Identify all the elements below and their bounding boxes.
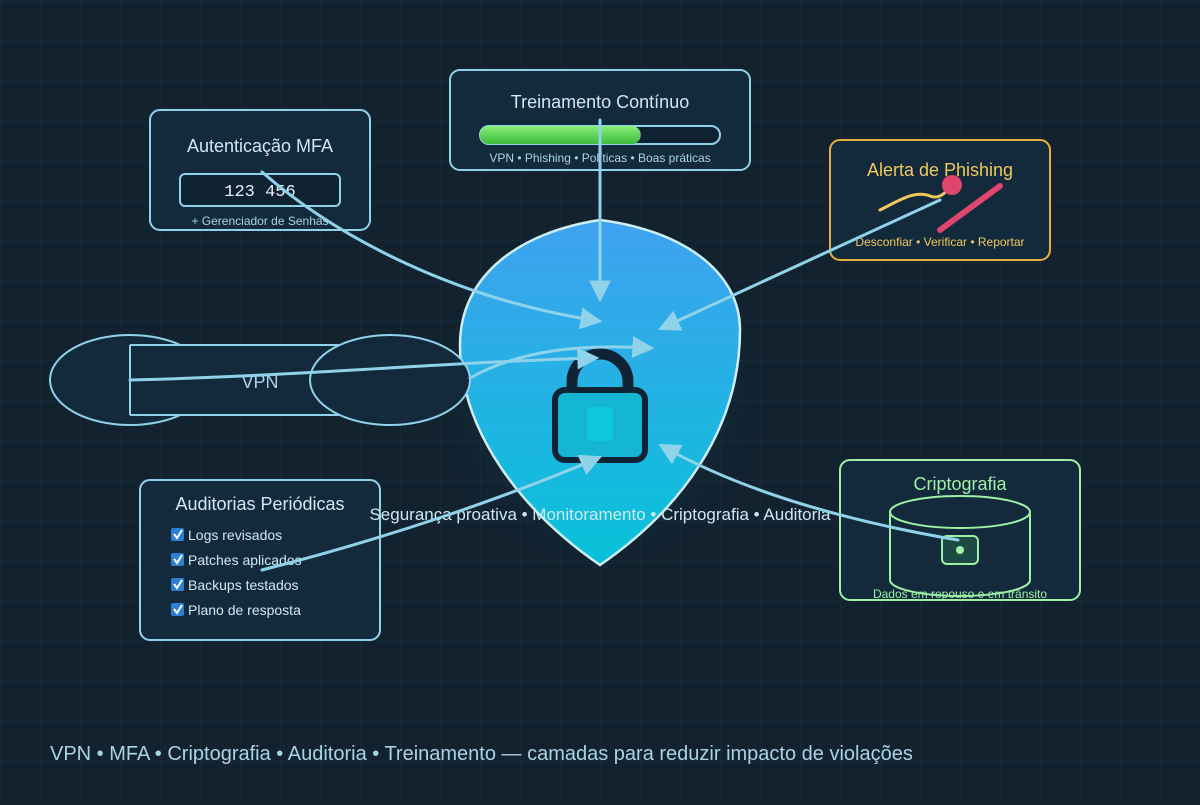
phishing-alert-dot-icon: [942, 175, 962, 195]
otp-code: 123 456: [224, 183, 295, 202]
checklist-item: Plano de resposta: [171, 602, 301, 618]
checklist-item-label: Logs revisados: [188, 527, 282, 543]
crypto-caption: Dados em repouso e em trânsito: [873, 587, 1047, 601]
checklist-item: Backups testados: [171, 577, 299, 593]
training-title: Treinamento Contínuo: [511, 92, 689, 112]
checklist-item: Patches aplicados: [171, 552, 302, 568]
connector-arrows: [128, 118, 960, 572]
crypto-card: Criptografia Dados em repouso e em trâns…: [839, 459, 1081, 601]
mfa-card: Autenticação MFA 123 456 + Gerenciador d…: [149, 109, 371, 231]
audit-card: Auditorias Periódicas Logs revisados Pat…: [139, 479, 381, 641]
arrow-vpn-to-shield: [128, 347, 600, 382]
otp-code-box: [179, 173, 341, 207]
vpn-tunnel-right-end: [309, 334, 471, 426]
arrow-vpn-tunnel-to-shield: [468, 336, 655, 380]
training-progress-fill: [480, 126, 641, 144]
arrow-crypto-to-shield: [658, 443, 960, 542]
checklist-item: Logs revisados: [171, 527, 282, 543]
footer-summary: VPN • MFA • Criptografia • Auditoria • T…: [50, 743, 913, 765]
audit-title: Auditorias Periódicas: [175, 494, 344, 514]
vpn-tunnel: VPN: [49, 334, 471, 426]
arrow-mfa-to-shield: [260, 170, 603, 330]
vpn-label: VPN: [241, 372, 278, 392]
audit-checklist: Logs revisados Patches aplicados Backups…: [171, 527, 302, 618]
arrow-audit-to-shield: [260, 454, 603, 572]
shield-caption: Segurança proativa • Monitoramento • Cri…: [369, 505, 831, 524]
checklist-item-label: Patches aplicados: [188, 552, 302, 568]
mfa-caption: + Gerenciador de Senhas: [191, 214, 328, 228]
phishing-caption: Desconfiar • Verificar • Reportar: [855, 235, 1024, 249]
phishing-hook-icon: [937, 183, 1003, 233]
arrow-phishing-to-shield: [658, 198, 942, 331]
mfa-title: Autenticação MFA: [187, 136, 333, 156]
checklist-item-label: Backups testados: [188, 577, 299, 593]
checklist-item-label: Plano de resposta: [188, 602, 301, 618]
crypto-title: Criptografia: [913, 474, 1007, 494]
phishing-title: Alerta de Phishing: [867, 160, 1013, 180]
